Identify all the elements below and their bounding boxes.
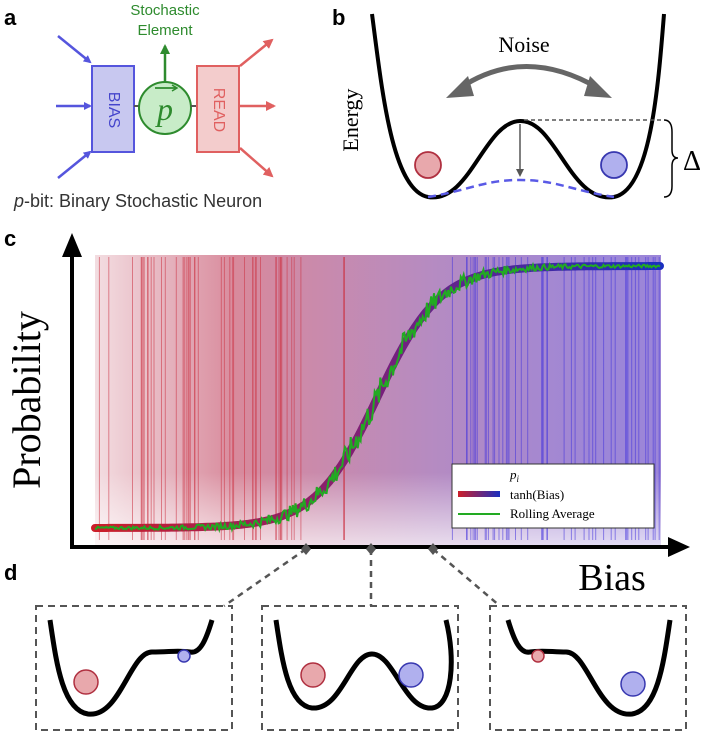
output-arrow-top (239, 38, 274, 67)
inset-left-landscape (47, 619, 215, 717)
inset-box-positive-bias (489, 605, 687, 731)
bias-box (91, 65, 135, 153)
stochastic-label-line2: Element (137, 22, 193, 39)
pbit-caption-italic: p (13, 191, 24, 211)
state-ball-right (600, 151, 628, 179)
connector-left (223, 547, 307, 608)
x-axis-arrowhead (668, 537, 690, 557)
delta-label: Δ (683, 146, 701, 177)
output-arrow-bottom (239, 147, 274, 178)
panel-letter-a: a (4, 5, 17, 30)
legend-label-pi: pi (509, 467, 520, 484)
noise-arc (458, 64, 600, 91)
inset-right-ball-blue (620, 671, 646, 697)
inset-middle-landscape (273, 619, 454, 711)
legend-label-pi-sub: i (517, 474, 520, 484)
energy-landscape (370, 13, 666, 200)
legend-swatch-tanh (458, 491, 500, 497)
bias-label: BIAS (105, 92, 122, 128)
inset-left-ball-blue (177, 649, 191, 663)
state-ball-left (414, 151, 442, 179)
pbit-symbol: p (155, 91, 173, 127)
noise-arrowhead-left (446, 76, 474, 98)
x-axis-label: Bias (578, 557, 646, 599)
panel-d: d (4, 547, 687, 731)
stochastic-label-line1: Stochastic (130, 2, 200, 19)
pbit-caption-rest: -bit: Binary Stochastic Neuron (24, 191, 262, 211)
lowered-barrier (427, 178, 615, 199)
legend-label-tanh: tanh(Bias) (510, 487, 564, 502)
panel-letter-d: d (4, 560, 17, 585)
delta-brace (663, 119, 679, 198)
inset-middle-ball-red (300, 662, 326, 688)
input-arrow-top (57, 35, 92, 64)
panel-c: c Probability Bias pi tanh(Bias) Rolling… (4, 226, 690, 599)
legend-label-pi-base: p (509, 467, 517, 482)
inset-middle-ball-blue (398, 662, 424, 688)
panel-b: b Energy Noise Δ (332, 5, 701, 200)
panel-letter-c: c (4, 226, 16, 251)
inset-box-negative-bias (35, 605, 233, 731)
legend-label-rolling: Rolling Average (510, 506, 595, 521)
read-label: READ (210, 88, 227, 132)
panel-a: a BIAS Stochastic Element p READ p-bit: … (4, 2, 276, 211)
pbit-caption: p-bit: Binary Stochastic Neuron (13, 191, 262, 211)
pbit-circle (138, 81, 192, 135)
y-axis-label: Probability (4, 311, 49, 489)
rolling-average-curve (94, 261, 661, 534)
inset-left-ball-red (73, 669, 99, 695)
noise-arrowhead-right (584, 76, 612, 98)
legend: pi tanh(Bias) Rolling Average (451, 463, 655, 529)
inset-box-zero-bias (261, 605, 459, 731)
connector-right (432, 548, 501, 607)
input-arrow-bottom (57, 150, 92, 179)
inset-right-landscape (505, 619, 673, 717)
pbit-vector-head (171, 84, 179, 92)
y-axis-arrowhead (62, 233, 82, 257)
panel-letter-b: b (332, 5, 345, 30)
noise-label: Noise (498, 32, 549, 57)
read-box (196, 65, 240, 153)
inset-right-ball-red (531, 649, 545, 663)
energy-axis-label: Energy (338, 88, 363, 151)
